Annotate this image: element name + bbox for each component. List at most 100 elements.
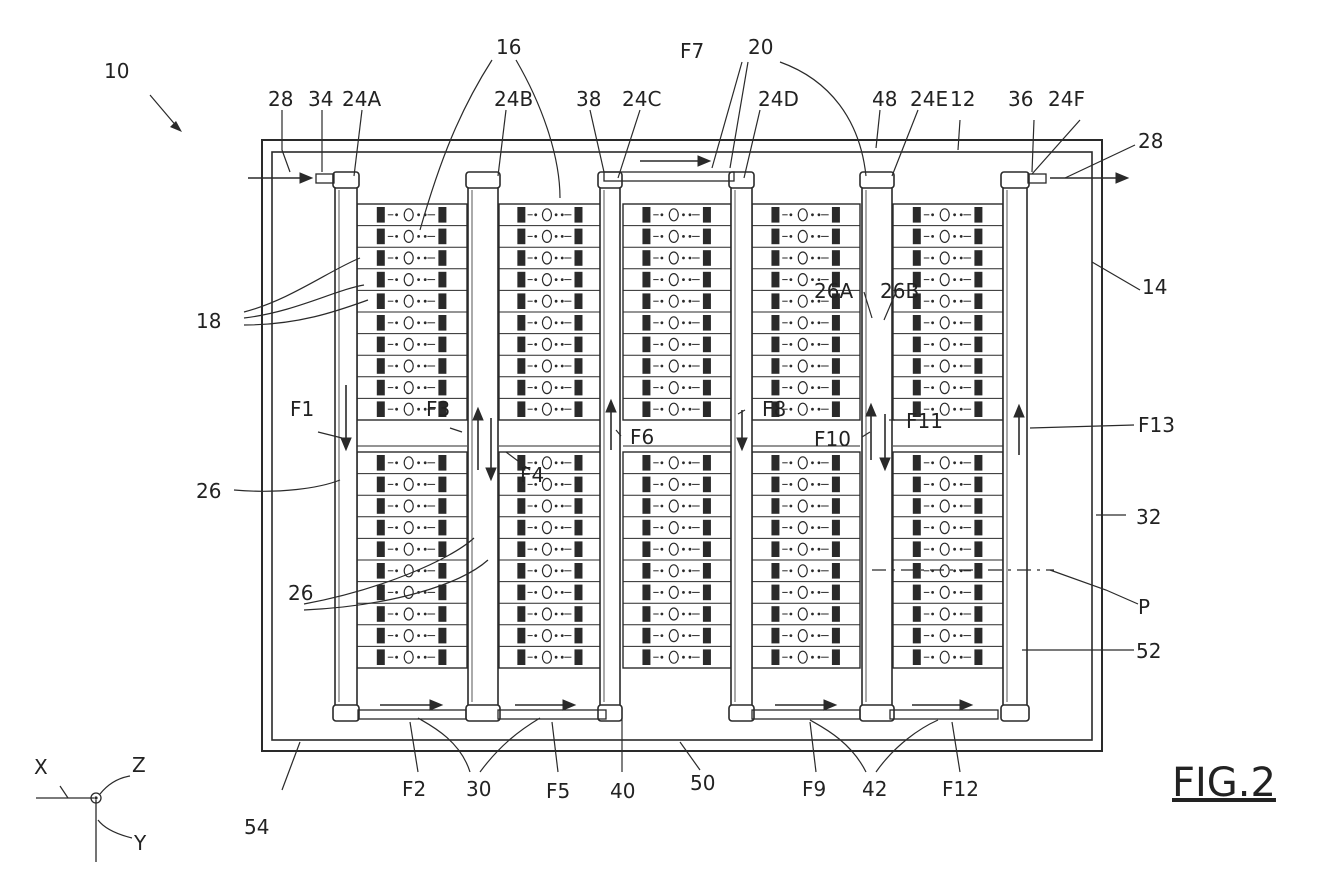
cell-block bbox=[893, 204, 1003, 420]
cell-vent bbox=[669, 457, 678, 469]
cell-vent bbox=[404, 295, 413, 307]
cell-vent bbox=[542, 500, 551, 512]
cell-terminal bbox=[574, 649, 582, 665]
cell-terminal bbox=[974, 649, 982, 665]
cell-terminal bbox=[771, 520, 779, 536]
cell-terminal bbox=[913, 207, 921, 223]
cell-terminal bbox=[913, 358, 921, 374]
cell-vent bbox=[404, 317, 413, 329]
cell-terminal bbox=[377, 563, 385, 579]
duct-24C bbox=[598, 172, 622, 721]
cell-block bbox=[752, 452, 860, 668]
cell-terminal bbox=[703, 380, 711, 396]
cell-vent bbox=[798, 522, 807, 534]
cell-vent bbox=[669, 295, 678, 307]
cell-terminal bbox=[771, 272, 779, 288]
cell-vent bbox=[940, 565, 949, 577]
cell-terminal bbox=[832, 520, 840, 536]
cell-terminal bbox=[703, 606, 711, 622]
cell-terminal bbox=[377, 520, 385, 536]
cell-vent bbox=[669, 274, 678, 286]
cell-terminal bbox=[974, 358, 982, 374]
cell-terminal bbox=[377, 477, 385, 493]
cell-vent bbox=[404, 630, 413, 642]
cell-terminal bbox=[517, 358, 525, 374]
cell-terminal bbox=[703, 358, 711, 374]
cell-terminal bbox=[574, 337, 582, 353]
cell-terminal bbox=[703, 401, 711, 417]
cell-terminal bbox=[574, 606, 582, 622]
cell-terminal bbox=[438, 498, 446, 514]
cell-terminal bbox=[703, 520, 711, 536]
cell-terminal bbox=[913, 649, 921, 665]
cell-terminal bbox=[974, 337, 982, 353]
cell-terminal bbox=[642, 401, 650, 417]
cell-terminal bbox=[642, 520, 650, 536]
label-40: 40 bbox=[610, 779, 635, 803]
cell-terminal bbox=[703, 649, 711, 665]
cell-terminal bbox=[913, 520, 921, 536]
cell-vent bbox=[798, 608, 807, 620]
cell-terminal bbox=[832, 498, 840, 514]
cell-vent bbox=[798, 457, 807, 469]
label-F13: F13 bbox=[1138, 413, 1175, 437]
cell-terminal bbox=[438, 520, 446, 536]
cell-terminal bbox=[703, 337, 711, 353]
cell-terminal bbox=[438, 315, 446, 331]
label-26B: 26B bbox=[880, 279, 919, 303]
cell-terminal bbox=[438, 229, 446, 245]
label-24E: 24E bbox=[910, 87, 948, 111]
cell-vent bbox=[669, 317, 678, 329]
cell-vent bbox=[542, 651, 551, 663]
label-42: 42 bbox=[862, 777, 887, 801]
cell-terminal bbox=[771, 207, 779, 223]
cell-terminal bbox=[703, 250, 711, 266]
cell-terminal bbox=[771, 585, 779, 601]
cell-block bbox=[623, 204, 731, 420]
label-P: P bbox=[1138, 595, 1150, 619]
label-F10: F10 bbox=[814, 427, 851, 451]
cell-vent bbox=[669, 360, 678, 372]
cell-terminal bbox=[377, 315, 385, 331]
cell-vent bbox=[798, 403, 807, 415]
cell-vent bbox=[940, 295, 949, 307]
cell-vent bbox=[404, 500, 413, 512]
cell-terminal bbox=[974, 380, 982, 396]
cell-terminal bbox=[438, 585, 446, 601]
cell-terminal bbox=[832, 250, 840, 266]
cell-terminal bbox=[913, 541, 921, 557]
cell-vent bbox=[404, 209, 413, 221]
cell-terminal bbox=[574, 477, 582, 493]
cell-terminal bbox=[974, 315, 982, 331]
cell-vent bbox=[404, 274, 413, 286]
cell-vent bbox=[542, 630, 551, 642]
figure-label: FIG.2 bbox=[1172, 760, 1276, 806]
cell-terminal bbox=[574, 358, 582, 374]
cell-terminal bbox=[438, 455, 446, 471]
cell-terminal bbox=[517, 585, 525, 601]
cell-vent bbox=[542, 274, 551, 286]
cell-vent bbox=[940, 500, 949, 512]
label-16: 16 bbox=[496, 35, 521, 59]
cell-terminal bbox=[974, 272, 982, 288]
cell-terminal bbox=[974, 541, 982, 557]
duct-24F bbox=[1001, 172, 1029, 721]
cell-terminal bbox=[771, 498, 779, 514]
cell-terminal bbox=[832, 628, 840, 644]
cell-terminal bbox=[974, 207, 982, 223]
cell-vent bbox=[669, 403, 678, 415]
label-52: 52 bbox=[1136, 639, 1161, 663]
cell-terminal bbox=[771, 563, 779, 579]
cell-terminal bbox=[517, 250, 525, 266]
cell-vent bbox=[940, 608, 949, 620]
cell-terminal bbox=[832, 563, 840, 579]
cell-terminal bbox=[771, 649, 779, 665]
cell-terminal bbox=[517, 649, 525, 665]
cell-vent bbox=[940, 522, 949, 534]
reference-labels: 10 28 34 24A 16 24B 38 24C F7 20 24D 48 … bbox=[104, 35, 1276, 839]
cell-terminal bbox=[642, 229, 650, 245]
cell-terminal bbox=[703, 293, 711, 309]
cell-vent bbox=[542, 252, 551, 264]
cell-vent bbox=[798, 478, 807, 490]
cell-block bbox=[623, 452, 731, 668]
